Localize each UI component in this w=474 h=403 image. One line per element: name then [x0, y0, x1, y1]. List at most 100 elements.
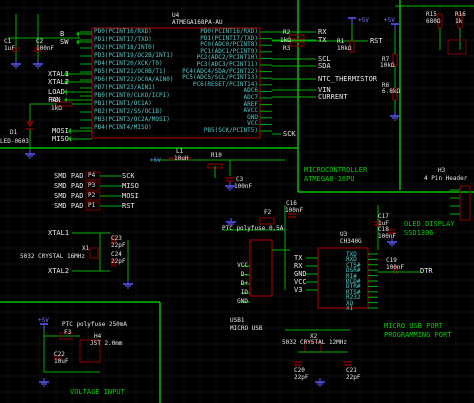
r7-ref: R7	[382, 56, 390, 63]
net-arrow	[76, 31, 79, 37]
c2-value: 100nF	[36, 45, 55, 52]
ch340-right-pin: RXD	[346, 256, 357, 264]
section-label-usb: MICRO USB PORT PROGRAMMING PORT	[384, 322, 452, 339]
net-arrow	[68, 136, 71, 142]
net-label: XTAL1	[48, 70, 70, 78]
x1-value: 5032 CRYSTAL 16MHz	[20, 253, 86, 260]
u3-ref: U3	[340, 231, 348, 238]
r3-ref: R3	[283, 45, 291, 52]
r15-ref: R15	[426, 11, 437, 18]
smd-pad-net: MISO	[122, 182, 139, 190]
mcu-right-pin-label: GND	[247, 113, 258, 121]
mcu-left-pin-label: PB0(PCINT0/CLKO/ICP1)	[94, 92, 170, 99]
c24-ref: C24	[111, 251, 122, 258]
mcu-right-pin-label: PC5(ADC5/SCL/PCINT13)	[182, 74, 258, 82]
mcu-right-pin-label: PB5(SCK/PCINT5)	[203, 127, 258, 134]
h4-ref: H4	[94, 333, 102, 340]
l1-ref: L1	[176, 148, 184, 155]
r5-value: 1kΩ	[51, 105, 62, 112]
d1-ref: D1	[10, 129, 18, 136]
xtal2-label: XTAL2	[48, 267, 70, 275]
transistor-symbol	[447, 39, 467, 55]
mcu-left-pin-label: PB2(PCINT2/SS/OC1B)	[94, 108, 163, 115]
r7-value: 10kΩ	[380, 62, 395, 69]
resistor	[289, 34, 305, 40]
fuse	[59, 332, 73, 340]
c19-value: 100nF	[386, 264, 405, 271]
resistor	[289, 41, 305, 47]
ch340-left-net: VCC	[294, 278, 307, 286]
mcu-right-pin-label: PC0(ADC0/PCINT8)	[200, 41, 258, 49]
net-label: SCL	[318, 55, 331, 63]
c16-value: 100nF	[285, 207, 304, 214]
c20-value: 22pF	[294, 374, 309, 381]
usb-pin-label: GND	[237, 298, 248, 305]
supply-label: +5V	[38, 317, 49, 324]
mcu-right-pin-label: PC1(ADC1/PCINT9)	[200, 47, 258, 55]
net-label: MOSI	[52, 127, 69, 135]
net-label: TX	[318, 36, 327, 44]
ch340-right-pin: DCD#	[346, 278, 361, 285]
c18-ref: C18	[378, 226, 389, 233]
ch340-right-pin: TXD	[346, 251, 357, 258]
c16-ref: C16	[286, 200, 297, 207]
mcu-right-pin-label: PC4(ADC4/SDA/PCINT12)	[182, 67, 258, 75]
mcu-left-pin-label: PD2(PCINT18/INT0)	[94, 44, 156, 51]
x1-ref: X1	[82, 245, 90, 252]
c3-value: 100nF	[234, 183, 253, 190]
net-label: SCK	[283, 130, 296, 138]
ch340-right-pin: CTS#	[346, 261, 361, 269]
xtal1-label: XTAL1	[48, 229, 70, 237]
h4-value: JST 2.0mm	[90, 340, 123, 347]
net-label: RX	[318, 28, 327, 36]
usb-pin-label: ID	[240, 289, 248, 296]
mcu-right-pin-label: AREF	[243, 100, 258, 108]
c1-ref: C1	[4, 38, 12, 45]
jst-connector	[79, 339, 101, 363]
smd-pad-label: SMD PAD	[54, 182, 84, 190]
mcu-left-pin-label: PD1(PCINT17/TXD)	[94, 36, 152, 43]
usb-pin-label: D-	[240, 271, 248, 278]
c19-ref: C19	[386, 257, 397, 264]
c23-value: 22pF	[111, 242, 126, 249]
net-label: FAN	[48, 96, 61, 104]
net-label: RST	[370, 37, 383, 45]
ch340-right-pin: DTR#	[346, 283, 361, 291]
c23-ref: C23	[111, 235, 122, 242]
ch340-right-pin: DSR#	[346, 267, 361, 275]
x2-ref: X2	[310, 333, 318, 340]
usb1-value: MICRO USB	[230, 325, 263, 332]
smd-pad-ref: P1	[88, 202, 96, 209]
net-label: LOAD	[48, 88, 65, 96]
net-label: SW	[60, 38, 69, 46]
x2-value: 5032 CRYSTAL 12MHz	[282, 339, 348, 346]
smd-pad-label: SMD PAD	[54, 172, 84, 180]
u3-value: CH340G	[340, 238, 362, 245]
inductor	[167, 156, 193, 162]
crystal	[89, 247, 99, 259]
mcu-left-pin-label: PD0(PCINT16/RXD)	[94, 28, 152, 35]
fuse	[259, 217, 275, 225]
r5-ref: R5	[51, 97, 59, 104]
ch340-right-pin: RI#	[346, 272, 357, 280]
r10-ref: R10	[211, 152, 222, 159]
d1-value: LED-0603	[0, 138, 29, 145]
net-label: CURRENT	[318, 93, 348, 101]
mcu-right-pin-label: VCC	[247, 120, 258, 128]
c22-value: 10uF	[54, 358, 69, 365]
ch340-right-pin: R232	[346, 294, 361, 302]
net-label: NTC_THERMISTOR	[318, 75, 378, 83]
c18-value: 100nF	[378, 233, 397, 240]
smd-pad-label: SMD PAD	[54, 202, 84, 210]
mcu-left-pin-label: PD3(PCINT19/OC2B/INT1)	[94, 52, 174, 59]
mcu-right-pin-label: PD0(PCINT16/RXD)	[200, 28, 258, 35]
ch340-left-net: TX	[294, 254, 303, 262]
ch340-right-pin: XI	[346, 305, 354, 312]
ch340-left-net: V3	[294, 286, 303, 294]
microcontroller-body	[91, 27, 261, 139]
section-label-oled: OLED DISPLAY SSD1306	[404, 220, 455, 237]
ch340-right-pin: RTS#	[346, 288, 361, 296]
section-label-voltage: VOLTAGE INPUT	[70, 388, 125, 396]
net-label: SDA	[318, 62, 331, 70]
